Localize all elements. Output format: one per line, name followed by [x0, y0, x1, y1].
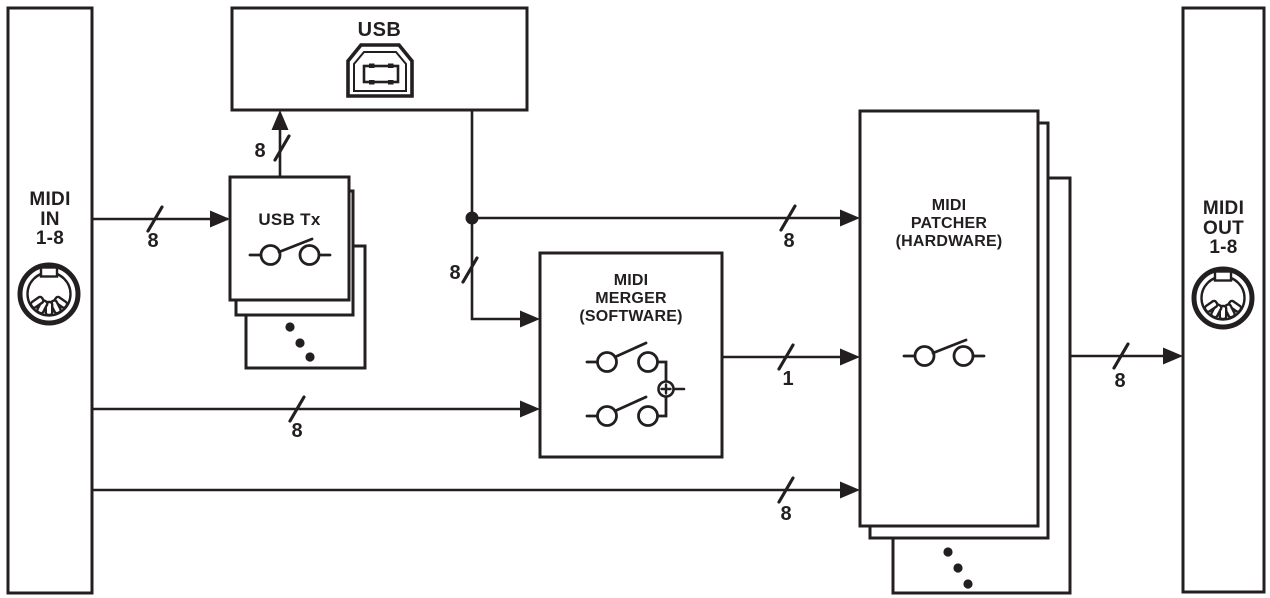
bus-label: 1	[782, 368, 793, 390]
midi-patcher-label: MIDI PATCHER (HARDWARE)	[860, 197, 1038, 251]
midi-out-label-line2: OUT	[1202, 217, 1244, 239]
midi-patcher-label-line3: (HARDWARE)	[895, 233, 1003, 250]
usb-tx-ellipsis-dots	[285, 322, 315, 362]
usb-tx-label-text: USB Tx	[258, 210, 321, 229]
midi-in-label-line3: 1-8	[35, 228, 65, 249]
merger-switch-bottom	[585, 395, 668, 427]
arrowhead-into-usb	[271, 110, 289, 130]
merger-switch-top	[585, 341, 668, 383]
usb-tx-box	[228, 175, 351, 302]
bus-label: 8	[780, 503, 791, 525]
usb-b-connector-icon	[346, 43, 414, 98]
slash-usb-to-merger	[461, 256, 479, 284]
arrowhead-into-patcher-top	[840, 209, 860, 227]
arrowhead-into-usb-tx	[210, 210, 230, 228]
arrowhead-into-merger-top	[520, 310, 540, 328]
arrowheads	[210, 110, 1183, 499]
midi-patcher-ellipsis-dots	[943, 547, 973, 589]
slash-usb-to-patcher	[779, 204, 797, 232]
bus-label: 8	[1114, 370, 1125, 392]
slash-merger-to-patcher	[777, 343, 795, 371]
midi-patcher-label-line1: MIDI	[931, 197, 967, 214]
din-connector-icon	[1194, 269, 1252, 327]
midi-patcher-label-line2: PATCHER	[910, 215, 988, 232]
midi-patcher-stack	[858, 109, 1072, 595]
midi-merger-label-line1: MIDI	[613, 272, 649, 289]
bus-label: 8	[783, 230, 794, 252]
merger-icon	[585, 341, 686, 427]
midi-in-label-line1: MIDI	[29, 189, 71, 210]
bus-label: 8	[449, 262, 460, 284]
bus-width-slashes	[146, 134, 1130, 504]
bus-wires	[92, 110, 1179, 492]
arrowhead-into-midi-out	[1163, 347, 1183, 365]
slash-midi-in-to-usb-tx	[146, 205, 164, 233]
wire-usb-to-merger	[470, 110, 536, 321]
usb-tx-stack	[228, 175, 367, 370]
bus-width-labels: 8 8 8 8 8 1 8 8	[147, 140, 1125, 525]
usb-label: USB	[232, 20, 527, 40]
midi-merger-label-line2: MERGER	[595, 290, 667, 307]
arrowhead-into-patcher-bottom	[840, 481, 860, 499]
usb-label-text: USB	[357, 19, 402, 41]
din-connector-icon	[20, 265, 78, 323]
arrowhead-into-patcher-mid	[840, 348, 860, 366]
slash-midi-in-to-merger	[288, 395, 306, 423]
sum-junction-icon	[657, 380, 686, 398]
bus-label: 8	[254, 140, 265, 162]
midi-in-label: MIDI IN 1-8	[8, 190, 92, 249]
slash-patcher-to-midi-out	[1112, 342, 1130, 370]
bus-label: 8	[147, 230, 158, 252]
midi-out-label: MIDI OUT 1-8	[1183, 199, 1264, 258]
usb-tx-label: USB Tx	[230, 211, 349, 229]
arrowhead-into-merger-bottom	[520, 400, 540, 418]
midi-out-label-line1: MIDI	[1202, 198, 1245, 219]
bus-label: 8	[291, 420, 302, 442]
midi-merger-label-line3: (SOFTWARE)	[579, 308, 683, 325]
midi-in-label-line2: IN	[40, 208, 60, 230]
slash-midi-in-to-patcher	[777, 476, 795, 504]
midi-merger-label: MIDI MERGER (SOFTWARE)	[540, 272, 722, 326]
midi-patcher-box	[858, 109, 1040, 528]
midi-out-label-line3: 1-8	[1209, 237, 1238, 258]
junction-dot	[465, 211, 479, 225]
usb-box	[230, 6, 529, 112]
slash-usb-tx-to-usb	[273, 134, 291, 162]
midi-merger-box	[538, 251, 724, 459]
